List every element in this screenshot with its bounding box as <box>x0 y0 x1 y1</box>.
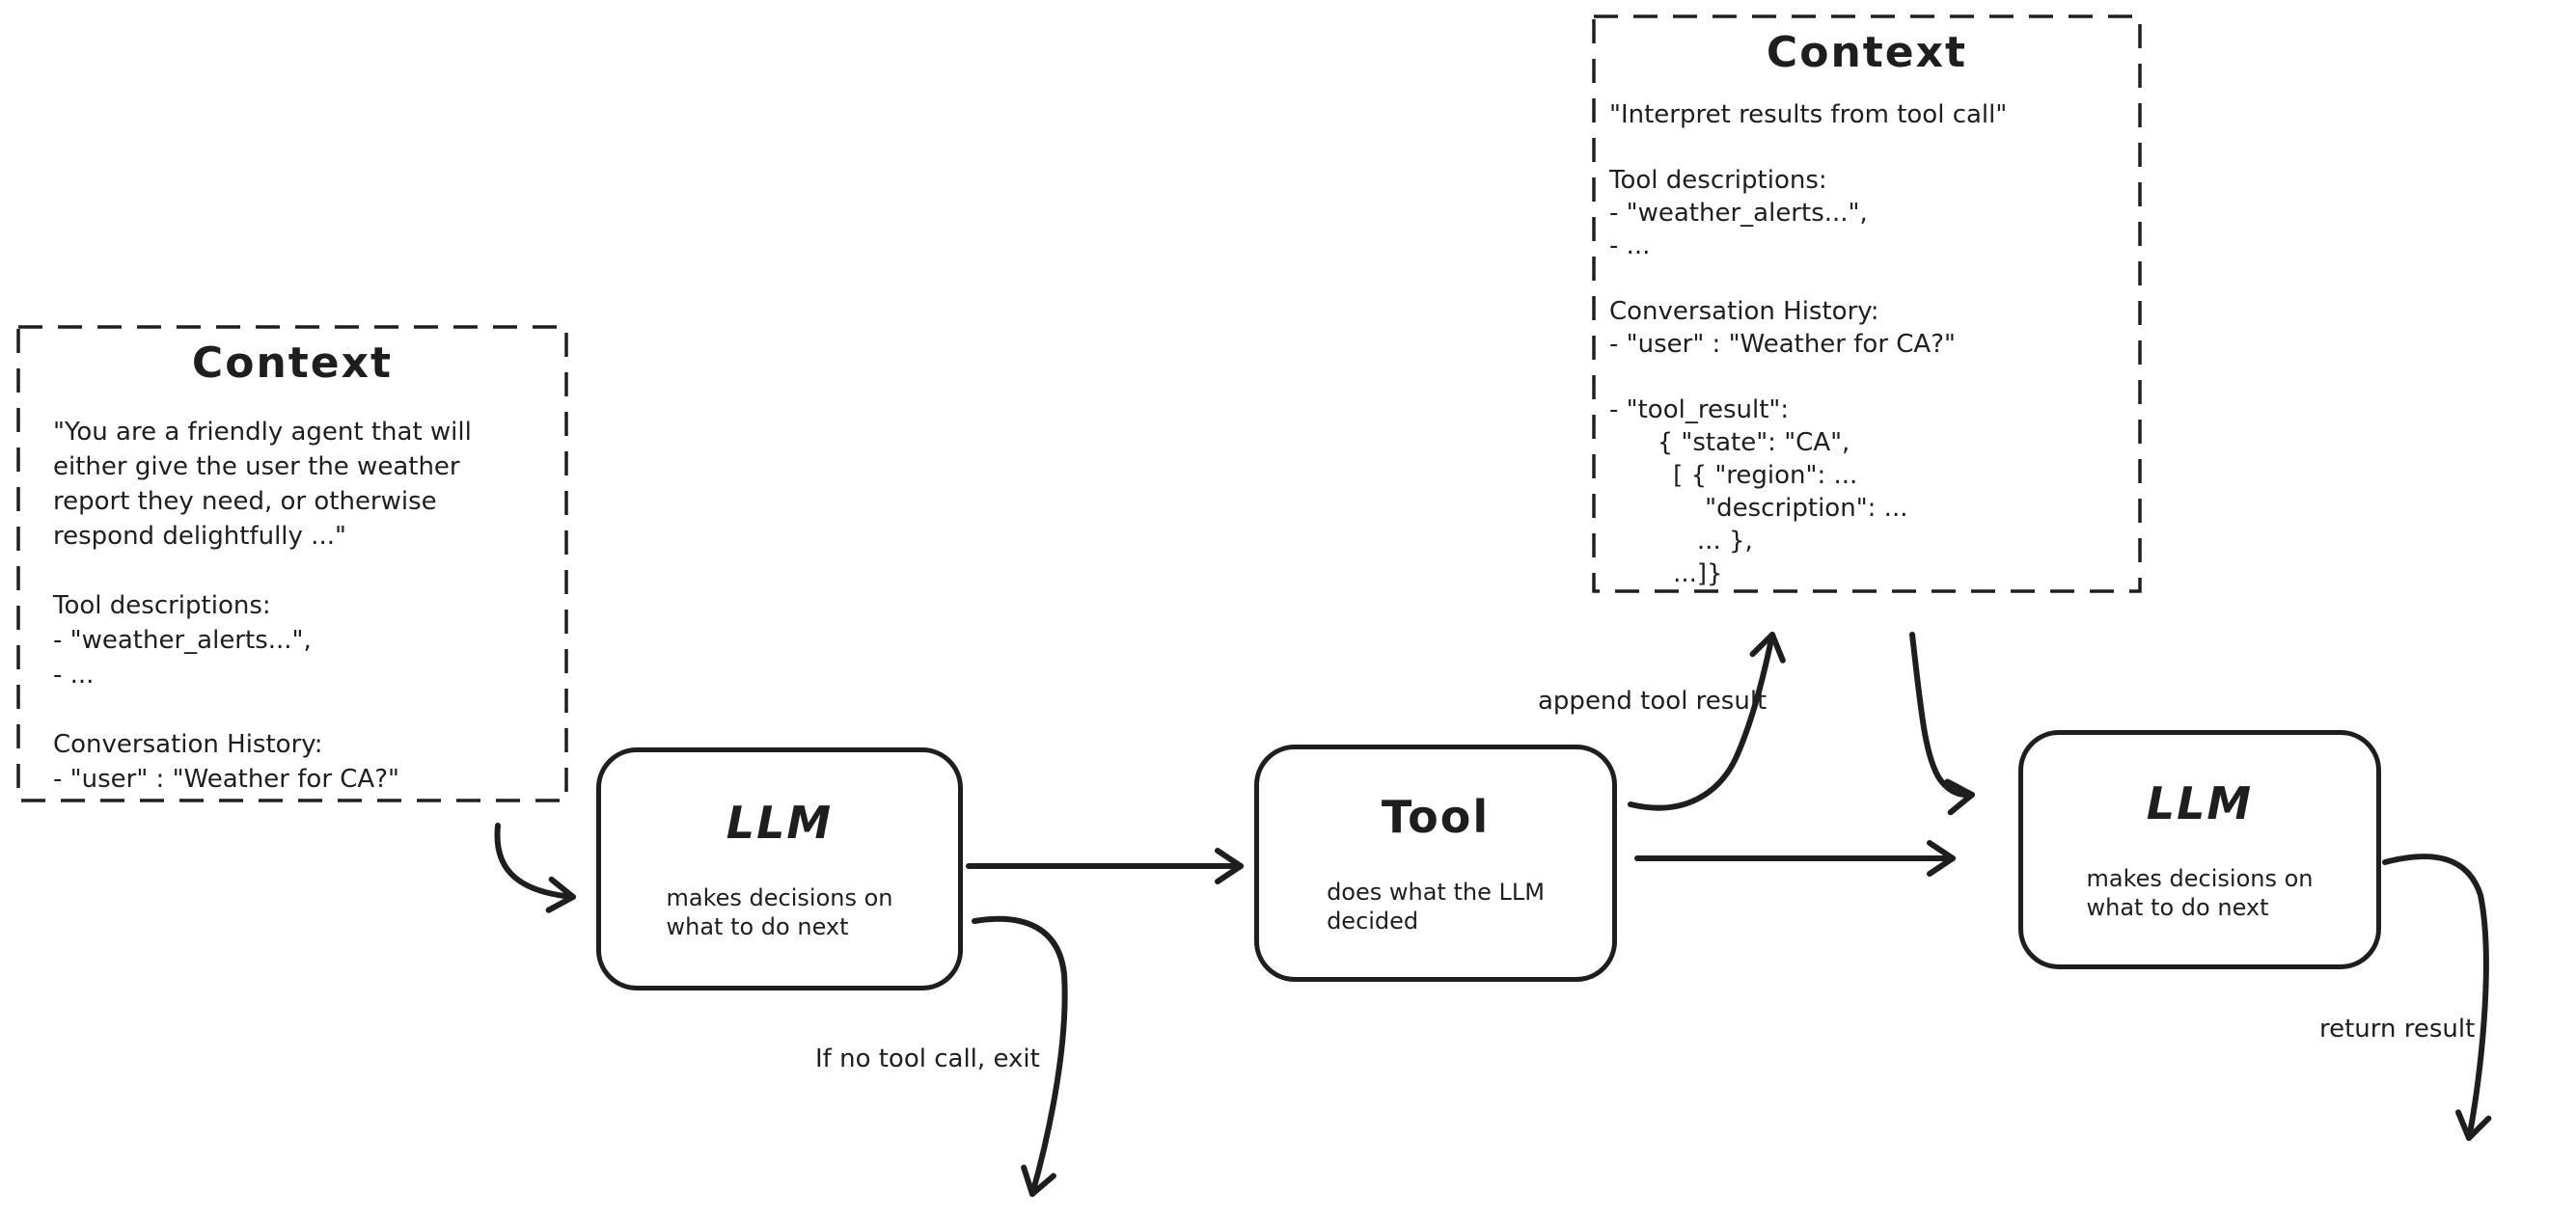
dashed-border <box>1592 14 2142 593</box>
node-tool-title: Tool <box>1381 791 1491 843</box>
context-box-top: Context "Interpret results from tool cal… <box>1592 14 2142 593</box>
context-box-left: Context "You are a friendly agent that w… <box>16 325 568 802</box>
arrow-llm1-exit <box>972 915 1068 1197</box>
edge-label-append-tool-result: append tool result <box>1538 687 1768 716</box>
node-llm-2-title: LLM <box>2146 777 2254 829</box>
node-tool: Tool does what the LLM decided <box>1254 745 1617 982</box>
context-left-body: "You are a friendly agent that will eith… <box>53 418 472 794</box>
arrow-context-left-to-llm1 <box>494 823 576 913</box>
edge-label-return-result: return result <box>2319 1015 2476 1044</box>
context-top-body: "Interpret results from tool call" Tool … <box>1609 100 2008 588</box>
context-left-title: Context <box>191 339 394 388</box>
node-llm-2-subtitle: makes decisions on what to do next <box>2086 865 2314 921</box>
arrow-context-top-to-llm2 <box>1909 632 1975 816</box>
node-llm-2: LLM makes decisions on what to do next <box>2018 730 2381 969</box>
node-llm-1: LLM makes decisions on what to do next <box>596 747 963 990</box>
edge-label-no-tool-call-exit: If no tool call, exit <box>815 1045 1040 1073</box>
arrow-llm2-return <box>2382 854 2492 1141</box>
node-llm-1-subtitle: makes decisions on what to do next <box>666 884 893 940</box>
arrow-tool-to-context-top <box>1628 632 1786 811</box>
node-llm-1-title: LLM <box>726 797 834 849</box>
node-tool-subtitle: does what the LLM decided <box>1327 879 1545 935</box>
context-top-title: Context <box>1766 28 1968 77</box>
